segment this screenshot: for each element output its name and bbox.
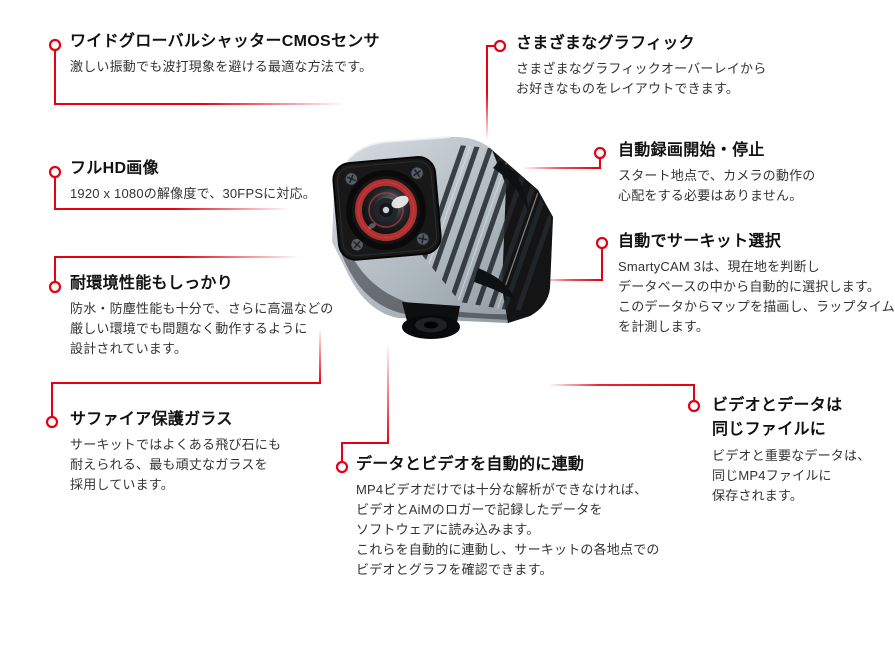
camera-mount <box>402 302 460 339</box>
camera-product-image <box>332 136 553 339</box>
callout-cmos-sensor: ワイドグローバルシャッターCMOSセンサ 激しい振動でも波打現象を避ける最適な方… <box>70 31 380 77</box>
callout-auto-record: 自動録画開始・停止 スタート地点で、カメラの動作の 心配をする必要はありません。 <box>618 140 815 206</box>
connector-environment <box>48 256 300 294</box>
camera-fins <box>403 140 551 311</box>
callout-title: 自動録画開始・停止 <box>618 142 765 159</box>
connector-dot <box>48 38 62 52</box>
connector-dot <box>595 236 609 250</box>
callout-title: ワイドグローバルシャッターCMOSセンサ <box>70 33 380 50</box>
connector-dot <box>335 460 349 474</box>
callout-graphics: さまざまなグラフィック さまざまなグラフィックオーバーレイから お好きなものをレ… <box>516 33 766 99</box>
callout-title: フルHD画像 <box>70 160 159 177</box>
connector-same-file <box>548 384 701 413</box>
camera-lens <box>346 170 426 250</box>
connector-dot <box>493 39 507 53</box>
callout-body: 激しい振動でも波打現象を避ける最適な方法です。 <box>70 59 373 74</box>
connector-auto-record <box>522 146 607 169</box>
connector-data-video-link <box>335 343 389 474</box>
connector-circuit-select <box>540 236 609 281</box>
callout-circuit-select: 自動でサーキット選択 SmartyCAM 3は、現在地を判断し データベースの中… <box>618 231 895 337</box>
connector-full-hd <box>48 165 290 210</box>
screw-icon <box>415 231 431 247</box>
callout-body: ビデオと重要なデータは、 同じMP4ファイルに 保存されます。 <box>712 448 871 503</box>
callout-title: データとビデオを自動的に連動 <box>356 456 585 473</box>
callout-title: 耐環境性能もしっかり <box>70 275 234 292</box>
callout-body: SmartyCAM 3は、現在地を判断し データベースの中から自動的に選択します… <box>618 259 895 334</box>
callout-sapphire-glass: サファイア保護ガラス サーキットではよくある飛び石にも 耐えられる、最も頑丈なガ… <box>70 409 281 495</box>
connector-dot <box>593 146 607 160</box>
callout-title: サファイア保護ガラス <box>70 411 233 428</box>
connector-dot <box>687 399 701 413</box>
callout-body: 防水・防塵性能も十分で、さらに高温などの 厳しい環境でも問題なく動作するように … <box>70 301 334 356</box>
connector-cmos-sensor <box>48 38 345 105</box>
callout-environment: 耐環境性能もしっかり 防水・防塵性能も十分で、さらに高温などの 厳しい環境でも問… <box>70 273 333 359</box>
callout-title: 自動でサーキット選択 <box>618 233 782 250</box>
connector-graphics <box>486 39 507 140</box>
callout-body: 1920 x 1080の解像度で、30FPSに対応。 <box>70 186 316 201</box>
callout-body: MP4ビデオだけでは十分な解析ができなければ、 ビデオとAiMのロガーで記録した… <box>356 482 660 577</box>
connector-dot <box>48 280 62 294</box>
connector-dot <box>48 165 62 179</box>
connector-sapphire-glass <box>45 328 321 429</box>
callout-body: さまざまなグラフィックオーバーレイから お好きなものをレイアウトできます。 <box>516 61 767 96</box>
callout-same-file: ビデオとデータは 同じファイルに ビデオと重要なデータは、 同じMP4ファイルに… <box>712 394 870 506</box>
callout-body: サーキットではよくある飛び石にも 耐えられる、最も頑丈なガラスを 採用しています… <box>70 437 282 492</box>
screw-icon <box>344 171 359 187</box>
callout-body: スタート地点で、カメラの動作の 心配をする必要はありません。 <box>618 168 816 203</box>
callout-title: ビデオとデータは 同じファイルに <box>712 397 843 438</box>
callout-title: さまざまなグラフィック <box>516 35 695 52</box>
callout-data-video-link: データとビデオを自動的に連動 MP4ビデオだけでは十分な解析ができなければ、 ビ… <box>356 454 660 580</box>
connector-dot <box>45 415 59 429</box>
callout-full-hd: フルHD画像 1920 x 1080の解像度で、30FPSに対応。 <box>70 158 316 204</box>
screw-icon <box>349 237 365 252</box>
screw-icon <box>409 165 425 181</box>
